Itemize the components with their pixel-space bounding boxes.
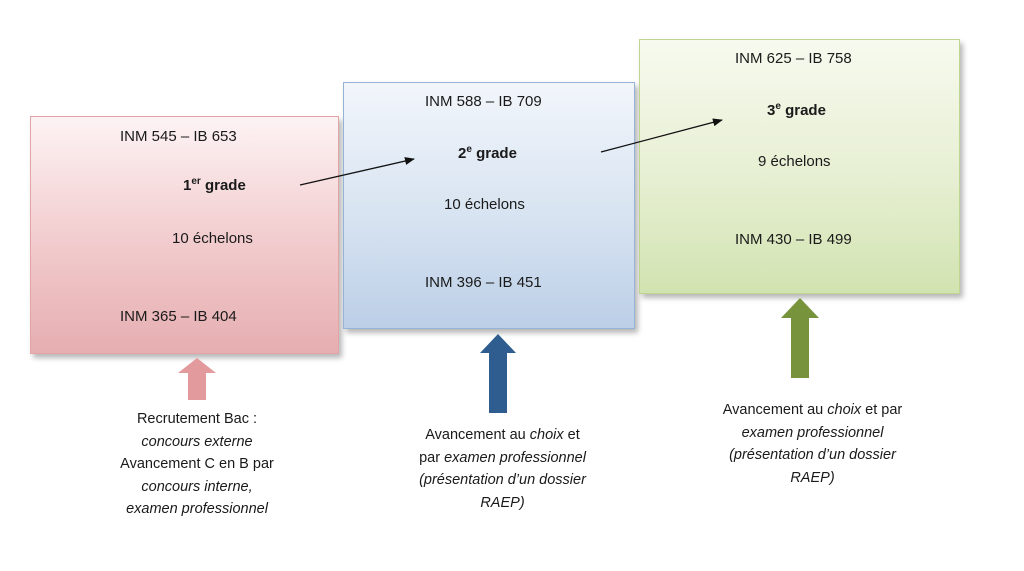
up-arrow-pink — [178, 358, 216, 400]
caption-3-line-1: Avancement au choix et par — [722, 402, 903, 418]
grade-1-bottom-index: INM 365 – IB 404 — [120, 308, 237, 325]
caption-2-line-2: par examen professionnel — [419, 449, 586, 466]
grade-2-bottom-index: INM 396 – IB 451 — [425, 274, 542, 291]
caption-2-line-1: Avancement au choix et — [425, 427, 580, 443]
caption-1-line-2: concours externe — [141, 433, 253, 450]
caption-grade-3: Avancement au choix et par examen profes… — [700, 399, 925, 489]
grade-1-top-index: INM 545 – IB 653 — [120, 128, 237, 145]
grade-3-title: 3e grade — [767, 101, 826, 120]
caption-3-line-2: examen professionnel — [741, 424, 884, 441]
grade-2-echelons: 10 échelons — [444, 196, 525, 213]
grade-1-box: INM 545 – IB 653 1er grade 10 échelons I… — [30, 116, 339, 354]
up-arrow-blue — [480, 334, 516, 413]
grade-3-bottom-index: INM 430 – IB 499 — [735, 231, 852, 248]
progression-arrow-1-to-2 — [299, 157, 415, 186]
caption-3-line-4: RAEP) — [790, 469, 835, 486]
grade-3-box: INM 625 – IB 758 3e grade 9 échelons INM… — [639, 39, 960, 294]
grade-1-echelons: 10 échelons — [172, 230, 253, 247]
progression-arrow-2-to-3 — [600, 118, 723, 153]
caption-2-line-3: (présentation d’un dossier — [419, 472, 586, 488]
grade-3-echelons: 9 échelons — [758, 153, 831, 170]
caption-grade-1: Recrutement Bac : concours externe Avanc… — [87, 408, 307, 521]
grade-2-title: 2e grade — [458, 144, 517, 163]
caption-2-line-4: RAEP) — [480, 494, 525, 511]
grade-2-box: INM 588 – IB 709 2e grade 10 échelons IN… — [343, 82, 635, 329]
caption-1-line-3: Avancement C en B par — [120, 456, 274, 472]
caption-grade-2: Avancement au choix et par examen profes… — [390, 424, 615, 514]
caption-1-line-1: Recrutement Bac : — [136, 411, 258, 427]
grade-1-title: 1er grade — [183, 176, 246, 195]
up-arrow-green — [781, 298, 819, 378]
caption-1-line-4: concours interne, — [141, 478, 253, 495]
caption-1-line-5: examen professionnel — [126, 501, 268, 517]
grade-3-top-index: INM 625 – IB 758 — [735, 50, 852, 67]
caption-3-line-3: (présentation d’un dossier — [729, 447, 896, 463]
grade-2-top-index: INM 588 – IB 709 — [425, 93, 542, 110]
